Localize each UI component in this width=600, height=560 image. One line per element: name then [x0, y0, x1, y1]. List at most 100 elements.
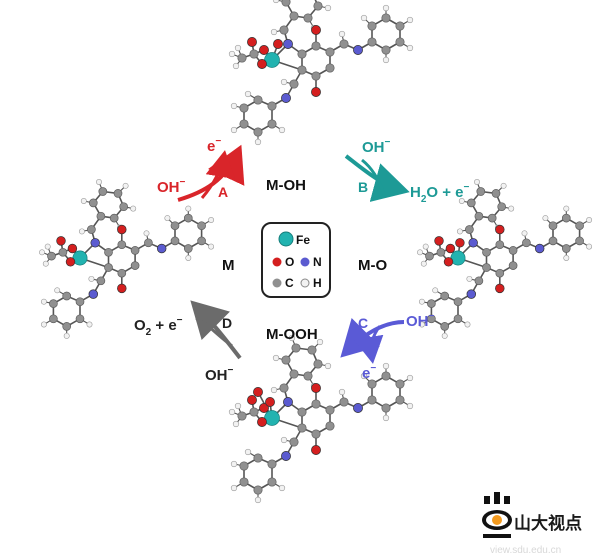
- step-a-label: A: [218, 184, 228, 200]
- c-atom: [381, 371, 391, 381]
- h-atom: [232, 420, 240, 428]
- o-atom: [257, 59, 267, 69]
- c-atom: [96, 211, 106, 221]
- step-c-product: e−: [362, 363, 376, 382]
- c-atom: [427, 299, 436, 308]
- state-label-m-o: M-O: [358, 257, 387, 274]
- h-atom: [406, 44, 414, 52]
- c-atom: [381, 13, 391, 23]
- h-atom: [422, 243, 429, 250]
- h-atom: [143, 230, 150, 237]
- h-atom: [44, 243, 51, 250]
- c-atom: [311, 41, 321, 51]
- o-atom: [253, 387, 263, 397]
- c-atom: [119, 202, 129, 212]
- step-d: O2 + e− D OH−: [134, 300, 242, 384]
- c-atom: [311, 399, 321, 409]
- n-atom: [466, 289, 477, 299]
- c-atom: [476, 187, 486, 196]
- h-atom: [382, 362, 390, 370]
- legend-n-label: N: [313, 255, 322, 269]
- c-atom: [249, 49, 259, 59]
- h-atom: [230, 484, 238, 492]
- c-atom: [267, 477, 277, 487]
- c-atom: [297, 407, 307, 417]
- o-atom: [495, 283, 505, 294]
- c-atom: [561, 244, 571, 253]
- c-atom: [325, 63, 335, 73]
- n-atom: [90, 238, 100, 248]
- c-atom: [104, 263, 113, 272]
- step-d-label: D: [222, 315, 232, 331]
- sdu-logo: 山大视点 view.sdu.edu.cn: [482, 492, 582, 556]
- c-atom: [62, 322, 72, 331]
- c-atom: [495, 240, 505, 250]
- h-atom: [208, 217, 215, 223]
- c-atom: [96, 276, 106, 286]
- c-atom: [311, 429, 321, 439]
- c-atom: [561, 213, 571, 223]
- o-atom: [247, 37, 257, 47]
- c-atom: [339, 39, 349, 49]
- h-atom: [244, 90, 252, 98]
- step-c-main-arrow: [340, 318, 405, 358]
- o-atom: [434, 236, 444, 246]
- c-atom: [466, 198, 476, 208]
- c-atom: [381, 45, 391, 55]
- c-atom: [239, 461, 249, 471]
- h-atom: [130, 205, 137, 212]
- legend-c-atom: [272, 278, 282, 288]
- h-atom: [542, 215, 549, 222]
- h-atom: [185, 205, 192, 212]
- c-atom: [487, 213, 497, 223]
- h-atom: [324, 4, 332, 12]
- n-atom: [281, 451, 291, 461]
- c-atom: [267, 101, 277, 111]
- h-atom: [338, 388, 346, 396]
- h-atom: [474, 179, 480, 185]
- n-atom: [468, 238, 478, 248]
- o-atom: [67, 243, 78, 254]
- h-atom: [441, 332, 448, 339]
- h-atom: [324, 362, 332, 370]
- h-atom: [244, 448, 252, 456]
- legend-n-atom: [300, 257, 310, 267]
- step-b-reactant: OH−: [362, 137, 391, 156]
- h-atom: [418, 298, 425, 305]
- step-d-main-arrow: [190, 300, 242, 360]
- state-label-m-ooh: M-OOH: [266, 326, 318, 343]
- h-atom: [232, 62, 240, 70]
- h-atom: [234, 402, 242, 410]
- step-b-label: B: [358, 179, 368, 195]
- c-atom: [289, 79, 299, 89]
- c-atom: [88, 198, 98, 208]
- h-atom: [432, 287, 439, 294]
- h-atom: [254, 496, 262, 504]
- o-atom: [56, 236, 66, 246]
- c-atom: [453, 314, 463, 324]
- c-atom: [170, 221, 180, 231]
- h-atom: [270, 386, 278, 394]
- h-atom: [230, 460, 238, 468]
- o-atom: [273, 39, 283, 49]
- c-atom: [482, 263, 491, 272]
- c-atom: [170, 236, 180, 246]
- c-atom: [575, 236, 584, 246]
- h-atom: [280, 78, 288, 86]
- c-atom: [47, 251, 56, 261]
- h-atom: [40, 321, 47, 328]
- h-atom: [164, 215, 171, 222]
- h-atom: [406, 374, 414, 382]
- c-atom: [75, 314, 85, 324]
- c-atom: [49, 314, 58, 324]
- o-atom: [311, 383, 321, 393]
- h-atom: [406, 402, 414, 410]
- c-atom: [279, 25, 289, 35]
- c-atom: [440, 322, 450, 331]
- c-atom: [453, 297, 463, 307]
- h-atom: [360, 372, 368, 380]
- c-atom: [239, 103, 249, 113]
- h-atom: [230, 102, 238, 110]
- step-a-reactant: OH−: [157, 177, 186, 196]
- o-atom: [65, 257, 76, 267]
